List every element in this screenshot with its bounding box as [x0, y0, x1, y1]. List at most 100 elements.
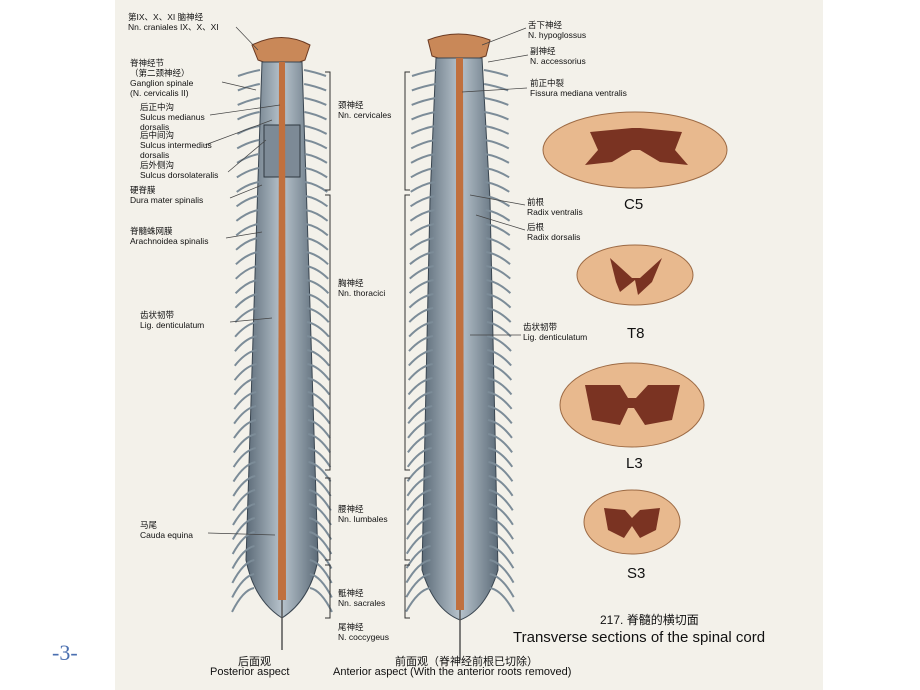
nerve-root	[305, 251, 329, 266]
nerve-root	[232, 489, 256, 512]
nerve-root	[304, 153, 328, 164]
nerve-root	[233, 377, 257, 396]
nerve-root	[485, 251, 511, 265]
nerve-root	[231, 587, 255, 613]
label-spinal-ganglion: Ganglion spinale(N. cervicalis II)	[130, 78, 194, 98]
nerve-root	[407, 391, 433, 410]
nerve-root	[406, 517, 432, 540]
section-l3	[559, 362, 705, 448]
nerve-root	[309, 531, 333, 555]
nerve-root	[487, 377, 513, 396]
nerve-root	[406, 475, 432, 497]
nerve-root	[489, 587, 515, 613]
nerve-root	[407, 377, 433, 396]
nerve-root	[234, 335, 258, 352]
label-spinal-ganglion-zh: 脊神经节（第二颈神经）	[130, 58, 190, 78]
nerve-root	[307, 363, 331, 381]
nerve-root	[236, 167, 260, 179]
nerve-root	[231, 545, 255, 569]
nerve-root	[234, 307, 258, 323]
nerve-root	[233, 405, 257, 425]
anterior-nerve-roots	[405, 69, 515, 613]
nerve-root	[235, 209, 259, 222]
nerve-root	[486, 335, 512, 352]
nerve-root	[408, 321, 434, 338]
nerve-root	[236, 125, 260, 135]
nerve-root	[306, 307, 330, 323]
nerve-root	[488, 447, 514, 468]
nerve-root	[486, 307, 512, 323]
nerve-root	[308, 461, 332, 483]
nerve-root	[405, 587, 431, 613]
nerve-root	[485, 181, 510, 193]
anterior-caption-zh: 前面观（脊神经前根已切除）	[395, 656, 538, 668]
nerve-root	[235, 237, 259, 251]
nerve-root	[485, 223, 511, 237]
nerve-root	[411, 69, 437, 77]
nerve-root	[409, 251, 435, 265]
nerve-root	[235, 195, 259, 208]
nerve-root	[483, 69, 509, 77]
section-label-c5: C5	[624, 196, 644, 213]
section-s3	[583, 489, 681, 555]
nerve-root	[237, 69, 261, 77]
nerve-root	[306, 321, 330, 338]
nerve-root	[234, 293, 258, 309]
nerve-root	[406, 461, 432, 482]
nerve-root	[234, 279, 258, 294]
nerve-root	[232, 447, 256, 468]
nerve-root	[237, 111, 260, 121]
nerve-root	[410, 195, 435, 208]
anterior-cord	[456, 58, 464, 610]
nerve-root	[485, 195, 510, 208]
nerve-root	[486, 293, 512, 309]
nerve-root	[308, 447, 332, 468]
posterior-cord	[278, 62, 286, 600]
nerve-root	[409, 223, 435, 237]
nerve-root	[232, 433, 257, 454]
nerve-root	[303, 69, 327, 77]
nerve-root	[486, 321, 512, 338]
nerve-root	[486, 349, 512, 367]
nerve-root	[235, 223, 259, 237]
nerve-root	[304, 139, 328, 150]
nerve-root	[405, 531, 431, 555]
nerve-root	[489, 545, 515, 569]
section-label-s3: S3	[627, 565, 646, 582]
nerve-root	[408, 335, 434, 352]
nerve-root	[235, 251, 259, 266]
nerve-root	[488, 489, 514, 511]
nerve-root	[407, 419, 433, 439]
nerve-root	[409, 265, 434, 280]
nerve-root	[307, 349, 331, 367]
nerve-root	[234, 321, 258, 338]
nerve-root	[308, 475, 332, 497]
posterior-leaders	[204, 26, 281, 536]
nerve-root	[487, 419, 513, 439]
nerve-root	[485, 209, 511, 222]
segment-brackets	[325, 71, 410, 619]
nerve-root	[489, 573, 515, 598]
nerve-root	[411, 97, 436, 106]
nerve-root	[488, 517, 514, 540]
nerve-root	[406, 447, 432, 468]
anterior-cord-figure	[421, 33, 499, 660]
nerve-root	[305, 237, 329, 251]
posterior-nerve-roots	[231, 69, 333, 613]
nerve-root	[406, 489, 432, 511]
nerve-root	[489, 531, 515, 555]
page-number: -3-	[52, 640, 78, 665]
